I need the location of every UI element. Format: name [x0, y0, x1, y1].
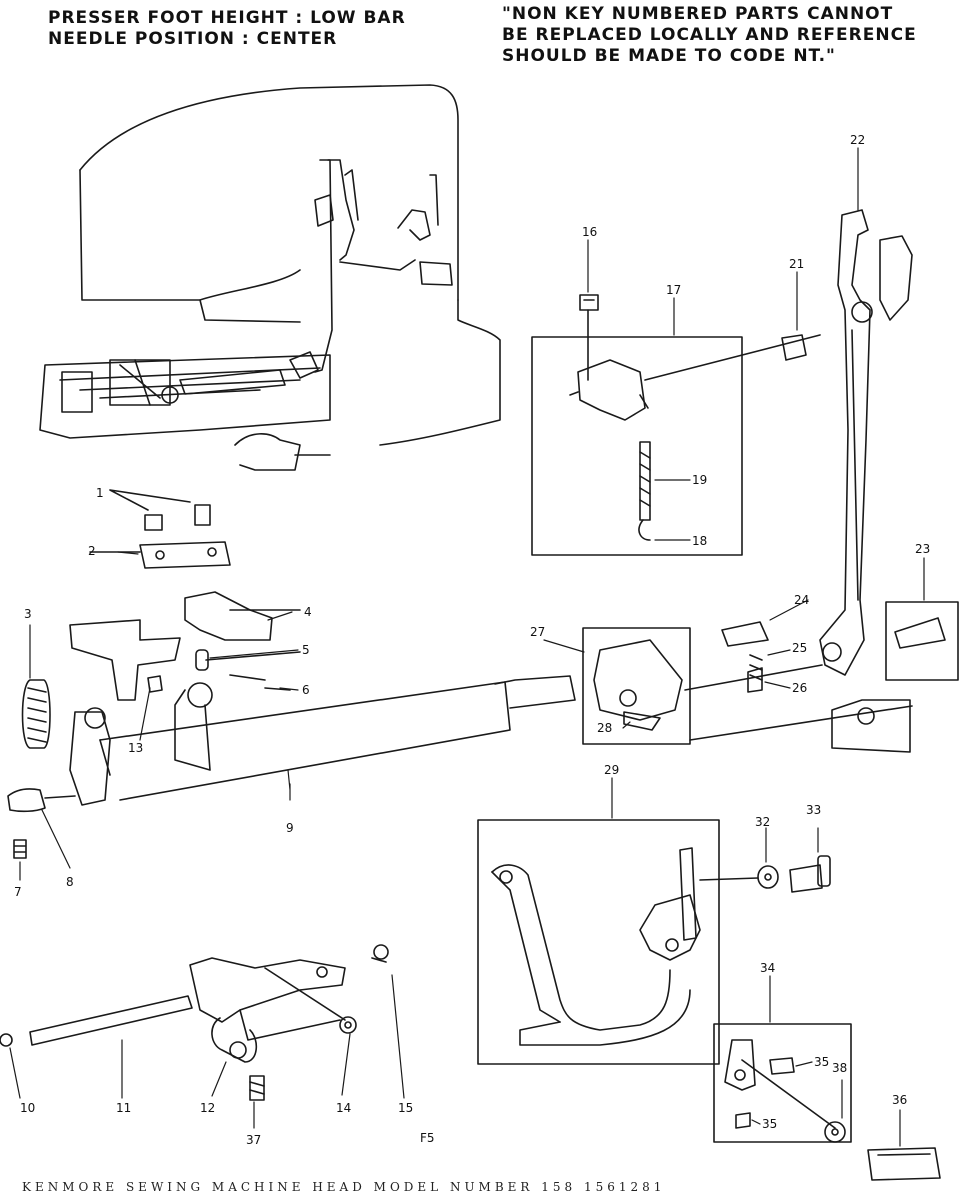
callout-leaders: [9, 147, 925, 1147]
callout-25: 25: [792, 641, 807, 655]
callout-6: 6: [302, 683, 310, 697]
callout-10: 10: [20, 1101, 35, 1115]
callout-24: 24: [794, 593, 809, 607]
callout-21: 21: [789, 257, 804, 271]
presser-bar-assembly: [7, 489, 576, 859]
callout-15: 15: [398, 1101, 413, 1115]
parts-box-17: [531, 294, 821, 556]
header-notes-right: "NON KEY NUMBERED PARTS CANNOT BE REPLAC…: [502, 4, 917, 67]
parts-23-28: [582, 601, 959, 753]
header-notes-left: PRESSER FOOT HEIGHT : LOW BAR NEEDLE POS…: [48, 8, 406, 50]
callout-23: 23: [915, 542, 930, 556]
header-line-presser-foot: PRESSER FOOT HEIGHT : LOW BAR: [48, 8, 406, 28]
callout-38: 38: [832, 1061, 847, 1075]
header-line-non-key-3: SHOULD BE MADE TO CODE NT.": [502, 46, 836, 66]
callout-35a: 35: [814, 1055, 829, 1069]
part-21-block: [781, 334, 807, 361]
header-line-needle-position: NEEDLE POSITION : CENTER: [48, 29, 338, 49]
callout-18: 18: [692, 534, 707, 548]
header-line-non-key-2: BE REPLACED LOCALLY AND REFERENCE: [502, 25, 917, 45]
callout-19: 19: [692, 473, 707, 487]
callout-29: 29: [604, 763, 619, 777]
callout-numbers: 1 2 3 4 5 6 7 8 9 10 11 12 13 14 15 16 1…: [14, 133, 930, 1147]
callout-36: 36: [892, 1093, 907, 1107]
callout-35b: 35: [762, 1117, 777, 1131]
part-22-lever: [819, 209, 913, 676]
callout-5: 5: [302, 643, 310, 657]
callout-2: 2: [88, 544, 96, 558]
callout-9: 9: [286, 821, 294, 835]
header-line-non-key-1: "NON KEY NUMBERED PARTS CANNOT: [502, 4, 894, 24]
callout-8: 8: [66, 875, 74, 889]
parts-box-34: [713, 1023, 941, 1181]
feed-assembly-lower: [0, 944, 389, 1101]
callout-28: 28: [597, 721, 612, 735]
callout-22: 22: [850, 133, 865, 147]
parts-box-29: [477, 819, 720, 1065]
callout-3: 3: [24, 607, 32, 621]
callout-33: 33: [806, 803, 821, 817]
callout-17: 17: [666, 283, 681, 297]
callout-34: 34: [760, 961, 775, 975]
callout-12: 12: [200, 1101, 215, 1115]
callout-13: 13: [128, 741, 143, 755]
callout-16: 16: [582, 225, 597, 239]
footer-model-number: KENMORE SEWING MACHINE HEAD MODEL NUMBER…: [22, 1180, 666, 1194]
callout-1: 1: [96, 486, 104, 500]
callout-27: 27: [530, 625, 545, 639]
callout-7: 7: [14, 885, 22, 899]
machine-head-illustration: [39, 84, 501, 471]
callout-11: 11: [116, 1101, 131, 1115]
callout-32: 32: [755, 815, 770, 829]
callout-14: 14: [336, 1101, 351, 1115]
callout-26: 26: [792, 681, 807, 695]
callout-37: 37: [246, 1133, 261, 1147]
parts-32-33: [699, 855, 831, 893]
callout-4: 4: [304, 605, 312, 619]
drawing-code: F5: [420, 1131, 435, 1145]
